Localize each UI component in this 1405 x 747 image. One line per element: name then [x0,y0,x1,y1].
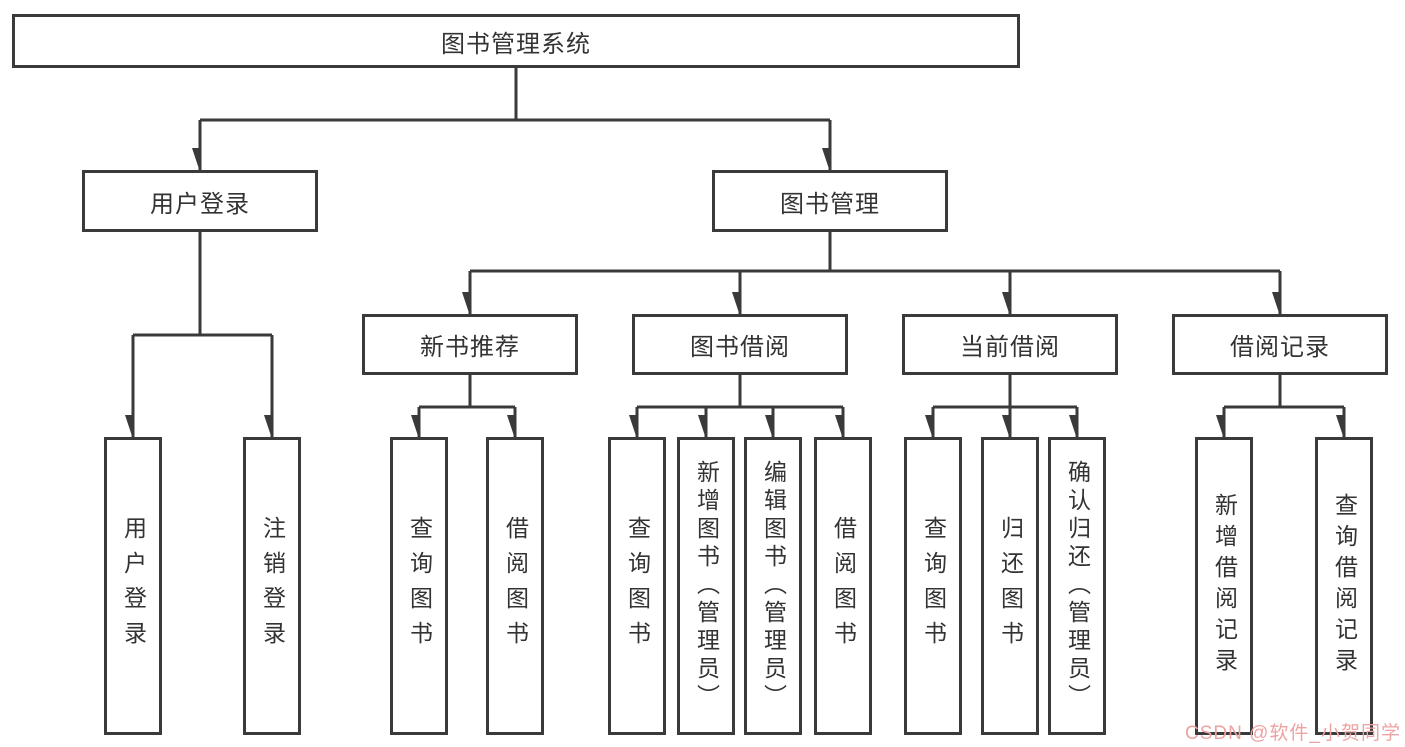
leaf-records-query-record-label: 查询借阅记录 [1331,493,1358,679]
node-new-book-recommend: 新书推荐 [362,314,578,375]
leaf-user-login: 用户登录 [104,437,162,735]
arrow-connectors [133,120,1346,437]
leaf-borrowing-borrow-books-label: 借阅图书 [830,516,857,656]
node-root: 图书管理系统 [12,14,1020,68]
tree-trunk-lines [133,68,1344,409]
leaf-borrowing-borrow-books: 借阅图书 [814,437,872,735]
leaf-borrowing-query-books: 查询图书 [608,437,666,735]
node-book-borrowing-label: 图书借阅 [690,334,790,361]
leaf-user-login-label: 用户登录 [120,516,147,656]
node-book-borrowing: 图书借阅 [632,314,848,375]
leaf-recommend-query-books-label: 查询图书 [406,516,433,656]
leaf-logout-label: 注销登录 [259,516,286,656]
csdn-watermark: CSDN @软件_小贺同学 [1185,723,1401,744]
node-current-borrowing: 当前借阅 [902,314,1118,375]
leaf-records-add-record: 新增借阅记录 [1195,437,1253,735]
node-user-login-branch-label: 用户登录 [150,190,250,218]
node-user-login-branch: 用户登录 [82,170,318,232]
node-new-book-recommend-label: 新书推荐 [420,334,520,361]
leaf-recommend-borrow-books-label: 借阅图书 [502,516,529,656]
node-book-management: 图书管理 [712,170,948,232]
leaf-current-return-books: 归还图书 [981,437,1039,735]
leaf-current-query-books-label: 查询图书 [920,516,947,656]
leaf-current-confirm-return-label: 确认归还（管理员） [1064,460,1091,712]
node-borrowing-records-label: 借阅记录 [1230,334,1330,361]
leaf-borrowing-edit-books: 编辑图书（管理员） [744,437,802,735]
node-borrowing-records: 借阅记录 [1172,314,1388,375]
leaf-borrowing-add-books-label: 新增图书（管理员） [693,460,720,712]
leaf-recommend-query-books: 查询图书 [390,437,448,735]
leaf-logout: 注销登录 [243,437,301,735]
leaf-borrowing-query-books-label: 查询图书 [624,516,651,656]
leaf-current-return-books-label: 归还图书 [997,516,1024,656]
node-book-management-label: 图书管理 [780,190,880,218]
leaf-recommend-borrow-books: 借阅图书 [486,437,544,735]
leaf-records-query-record: 查询借阅记录 [1315,437,1373,735]
leaf-current-confirm-return: 确认归还（管理员） [1048,437,1106,735]
leaf-current-query-books: 查询图书 [904,437,962,735]
node-current-borrowing-label: 当前借阅 [960,334,1060,361]
leaf-borrowing-add-books: 新增图书（管理员） [677,437,735,735]
node-root-label: 图书管理系统 [441,30,591,58]
leaf-borrowing-edit-books-label: 编辑图书（管理员） [760,460,787,712]
leaf-records-add-record-label: 新增借阅记录 [1211,493,1238,679]
